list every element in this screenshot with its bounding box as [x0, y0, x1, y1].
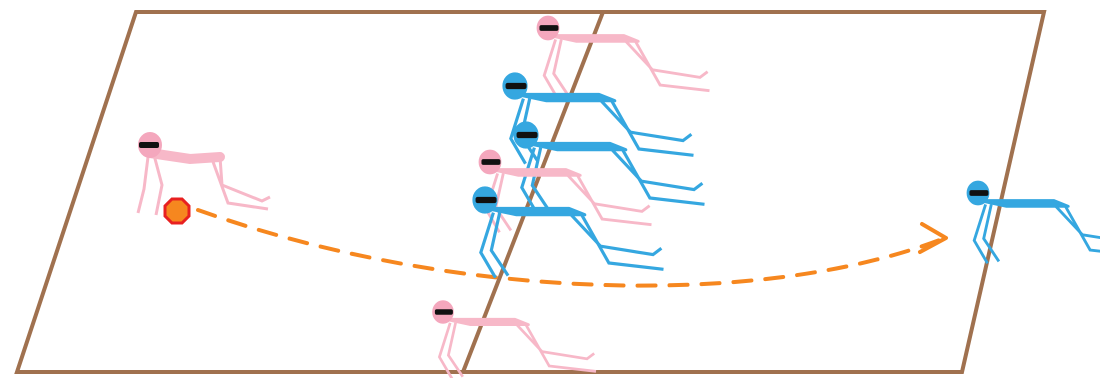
- player-defender-bottom: [433, 301, 596, 378]
- arm-right: [554, 39, 569, 96]
- leg-lower: [623, 150, 705, 205]
- leg-lower: [612, 101, 694, 156]
- arm-throwing: [154, 155, 162, 215]
- player-receiver: [968, 182, 1100, 264]
- leg-upper: [1054, 204, 1100, 242]
- player-defender-top: [538, 17, 710, 99]
- blindfold: [139, 142, 159, 148]
- ball-icon: [165, 199, 189, 223]
- blindfold: [435, 309, 453, 314]
- blindfold: [481, 159, 500, 165]
- court: [17, 12, 1044, 372]
- blindfold: [506, 83, 527, 89]
- leg-lower: [526, 325, 596, 372]
- blindfold: [517, 132, 538, 138]
- blindfold: [969, 190, 988, 196]
- leg-lower: [1065, 206, 1100, 255]
- players: [138, 17, 1100, 378]
- leg-lower: [582, 215, 664, 270]
- player-defender-lower: [473, 187, 663, 277]
- blindfold: [539, 25, 558, 31]
- arrow-head-icon: [920, 224, 946, 252]
- blindfold: [476, 197, 497, 203]
- player-thrower: [138, 133, 270, 215]
- leg-upper: [220, 157, 270, 201]
- torso: [150, 153, 220, 159]
- arm-support: [138, 157, 148, 213]
- ball-trajectory: [198, 210, 945, 286]
- leg-lower: [635, 41, 709, 90]
- court-outline: [17, 12, 1044, 372]
- arm-right: [448, 323, 462, 377]
